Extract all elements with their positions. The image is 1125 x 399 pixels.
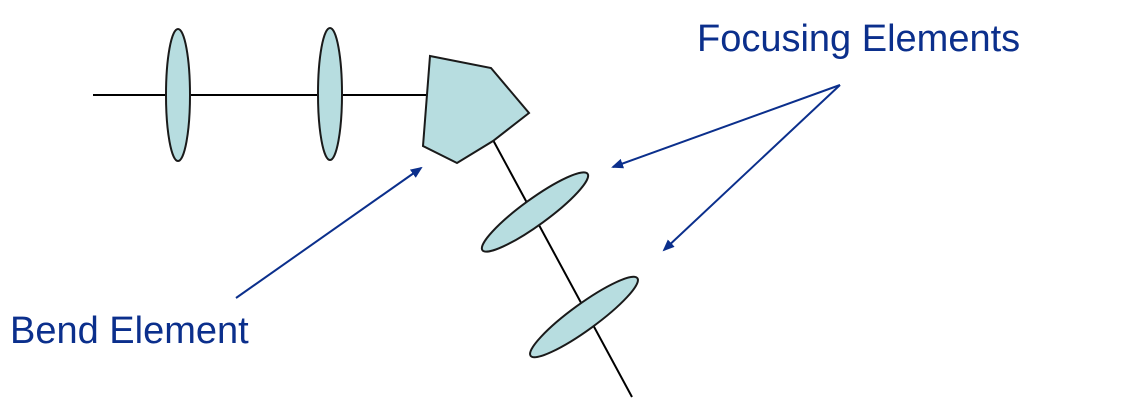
focusing-lens-1 [165, 28, 191, 162]
focusing-elements-label: Focusing Elements [697, 18, 1021, 60]
focusing-lens-4 [529, 275, 639, 359]
focusing-lens-3 [480, 171, 590, 253]
bend-element-shape [421, 54, 531, 165]
bend-element-label: Bend Element [10, 310, 249, 352]
focusing-arrow-upper [611, 84, 841, 169]
focusing-arrow-lower [662, 84, 841, 252]
beamline-diagonal [492, 139, 633, 398]
bend-arrow [235, 166, 423, 299]
focusing-lens-2 [317, 27, 343, 161]
